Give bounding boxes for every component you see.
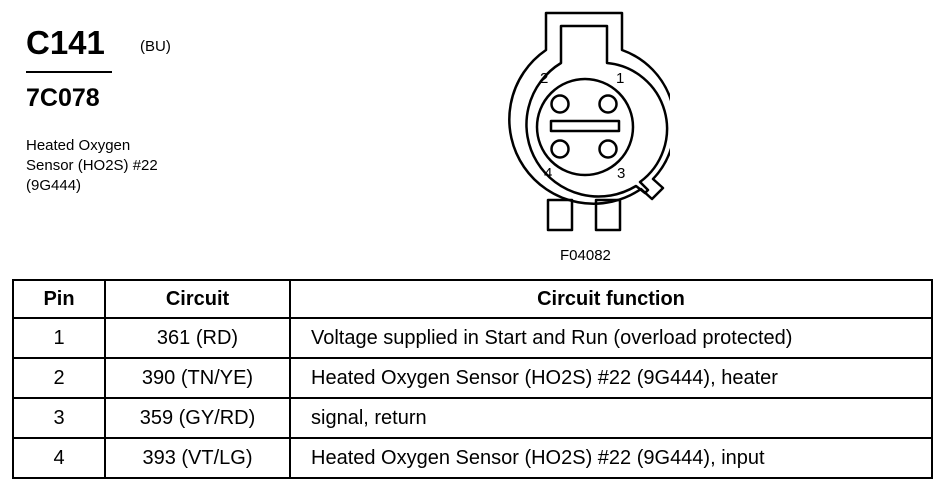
figure-id: F04082 — [560, 247, 611, 264]
cell-circuit-function: signal, return — [289, 397, 933, 439]
locking-tab-right — [594, 198, 622, 232]
pin-circuit-table: Pin Circuit Circuit function 1 361 (RD) … — [12, 279, 933, 479]
keying-bar — [549, 119, 621, 133]
table-row: 4 393 (VT/LG) Heated Oxygen Sensor (HO2S… — [12, 437, 933, 479]
cell-circuit-function: Heated Oxygen Sensor (HO2S) #22 (9G444),… — [289, 357, 933, 399]
connector-id-underline — [26, 71, 112, 73]
terminal-2 — [550, 94, 570, 114]
pin-label-4: 4 — [544, 165, 552, 182]
cell-pin: 4 — [12, 437, 106, 479]
cell-circuit-function: Voltage supplied in Start and Run (overl… — [289, 317, 933, 359]
table-row: 2 390 (TN/YE) Heated Oxygen Sensor (HO2S… — [12, 357, 933, 399]
cell-circuit: 390 (TN/YE) — [104, 357, 291, 399]
terminal-4 — [550, 139, 570, 159]
locking-tab-left — [546, 198, 574, 232]
cell-pin: 2 — [12, 357, 106, 399]
connector-outer-shell — [508, 11, 670, 205]
cell-circuit-function: Heated Oxygen Sensor (HO2S) #22 (9G444),… — [289, 437, 933, 479]
connector-id: C141 — [26, 24, 105, 61]
cell-pin: 1 — [12, 317, 106, 359]
cell-circuit: 393 (VT/LG) — [104, 437, 291, 479]
pin-label-2: 2 — [540, 70, 548, 87]
table-row: 1 361 (RD) Voltage supplied in Start and… — [12, 317, 933, 359]
description-line: (9G444) — [26, 177, 82, 194]
terminal-1 — [598, 94, 618, 114]
description-line: Sensor (HO2S) #22 — [26, 157, 158, 174]
header-pin: Pin — [12, 279, 106, 319]
terminal-housing — [535, 77, 635, 177]
cell-pin: 3 — [12, 397, 106, 439]
component-description: Heated Oxygen Sensor (HO2S) #22 (9G444) — [26, 136, 226, 196]
cell-circuit: 359 (GY/RD) — [104, 397, 291, 439]
description-line: Heated Oxygen — [26, 137, 131, 154]
terminal-3 — [598, 139, 618, 159]
connector-inner-cavity — [525, 24, 669, 198]
connector-color-code: (BU) — [140, 38, 171, 55]
pin-label-3: 3 — [617, 165, 625, 182]
header-circuit-function: Circuit function — [289, 279, 933, 319]
table-header-row: Pin Circuit Circuit function — [12, 279, 933, 319]
part-number: 7C078 — [26, 84, 100, 112]
pin-label-1: 1 — [616, 70, 624, 87]
connector-face-diagram: 2 1 4 3 — [508, 11, 670, 232]
cell-circuit: 361 (RD) — [104, 317, 291, 359]
table-row: 3 359 (GY/RD) signal, return — [12, 397, 933, 439]
header-circuit: Circuit — [104, 279, 291, 319]
